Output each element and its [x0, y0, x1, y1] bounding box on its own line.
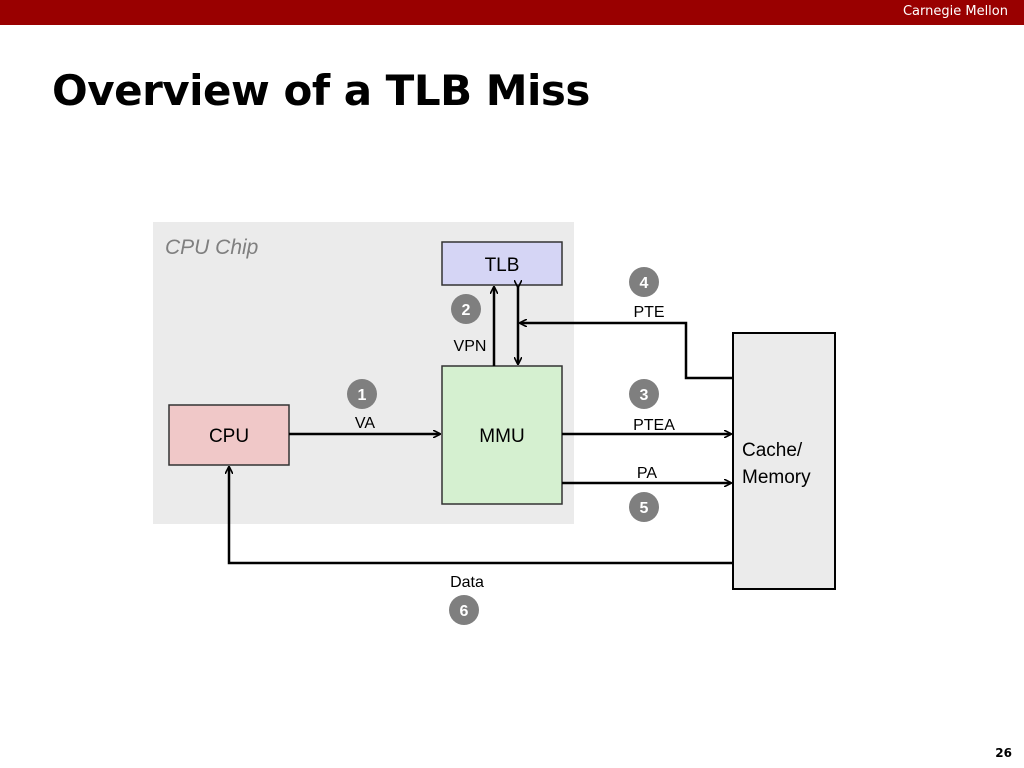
step-number-6: 6 — [460, 603, 469, 620]
ptea-label: PTEA — [633, 417, 675, 434]
step-badge-6 — [449, 595, 479, 625]
tlb-label: TLB — [485, 255, 520, 276]
step-badge-2 — [451, 294, 481, 324]
step-badge-4 — [629, 267, 659, 297]
step-badge-5 — [629, 492, 659, 522]
cache-memory-label-line1: Cache/ — [742, 440, 803, 461]
step-number-1: 1 — [358, 387, 367, 404]
cache-memory-box — [732, 332, 836, 590]
cpu-label: CPU — [209, 426, 249, 447]
cache-memory-label-line2: Memory — [742, 467, 811, 488]
data-label: Data — [450, 574, 484, 591]
tlb-box — [441, 241, 563, 286]
brand-label: Carnegie Mellon — [902, 4, 1008, 19]
step-number-2: 2 — [462, 302, 471, 319]
step-number-5: 5 — [640, 500, 649, 517]
step-number-3: 3 — [640, 387, 649, 404]
pte-arrow — [520, 323, 733, 380]
step-number-4: 4 — [640, 275, 649, 292]
slide-title: Overview of a TLB Miss — [52, 66, 590, 115]
page-number: 26 — [995, 746, 1012, 760]
pte-label: PTE — [633, 304, 664, 321]
mmu-label: MMU — [479, 426, 524, 447]
va-label: VA — [355, 415, 375, 432]
data-arrow — [229, 467, 733, 565]
cpu-chip-label: CPU Chip — [165, 236, 258, 259]
cpu-box — [168, 404, 290, 466]
step-badge-1 — [347, 379, 377, 409]
step-badge-3 — [629, 379, 659, 409]
top-bar: Carnegie Mellon — [0, 0, 1024, 25]
vpn-label: VPN — [454, 338, 487, 355]
pa-label: PA — [637, 465, 657, 482]
